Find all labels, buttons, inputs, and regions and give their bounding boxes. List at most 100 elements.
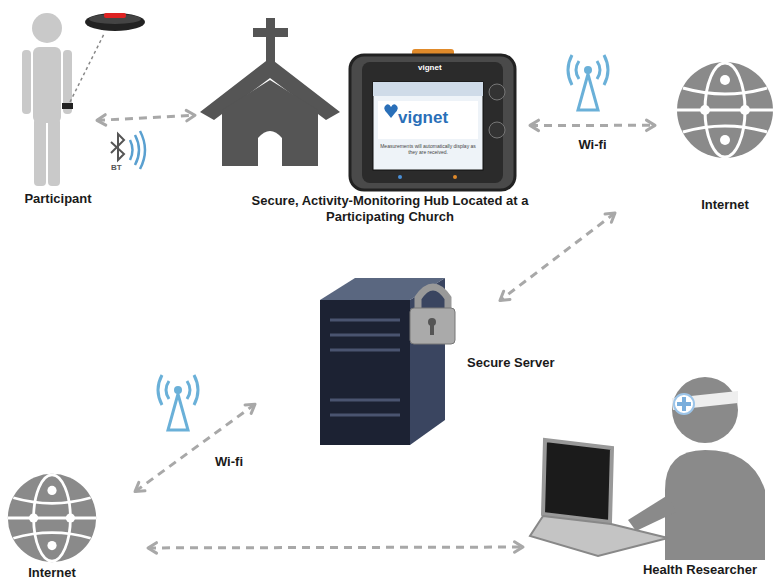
church-icon [253, 28, 288, 37]
arrowhead [97, 115, 106, 125]
connector-line [148, 546, 523, 550]
bluetooth-symbol [130, 140, 133, 160]
participant-figure [32, 13, 62, 43]
globe-icon [47, 486, 56, 495]
wifi-antenna [604, 55, 608, 85]
wifi-antenna [166, 381, 169, 399]
server-icon [330, 414, 400, 417]
hub-device [453, 175, 457, 179]
researcher-figure [672, 377, 738, 443]
hub-node: Secure, Activity-Monitoring Hub Located … [205, 20, 515, 190]
hub-device [489, 84, 505, 100]
globe-icon [29, 513, 38, 522]
screen-text: Measurements will automatically display … [378, 143, 478, 155]
hub-device [373, 82, 483, 170]
symbol-label: BT [111, 163, 122, 173]
bluetooth-symbol [140, 131, 145, 169]
hub-device [398, 175, 402, 179]
wifi-antenna [158, 375, 198, 430]
globe-icon [66, 513, 75, 522]
server-icon [330, 399, 400, 402]
server-icon [320, 278, 455, 445]
arrowhead [646, 120, 655, 130]
wifi-antenna [584, 66, 592, 74]
globe-icon [700, 105, 710, 115]
wifi-antenna [194, 375, 198, 405]
arrowhead [245, 404, 255, 413]
internet-node: Internet [8, 474, 96, 562]
researcher-figure [674, 394, 694, 414]
connector-line [500, 213, 615, 301]
wifi-antenna [578, 74, 598, 110]
church-icon [200, 18, 340, 166]
globe-icon [683, 126, 767, 132]
server-icon [410, 308, 455, 344]
participant-figure [48, 118, 60, 186]
researcher-node: Health Researcher [535, 375, 770, 560]
globe-icon [677, 109, 773, 112]
dashed-connector [500, 213, 615, 301]
connector-line [530, 124, 655, 127]
node-label: Secure, Activity-Monitoring Hub Located … [218, 193, 563, 225]
arrowhead [605, 213, 615, 222]
connector-line [135, 404, 255, 491]
activity-band [104, 13, 126, 18]
researcher-figure [543, 440, 612, 522]
activity-band [85, 13, 145, 31]
participant-node: Participant [20, 10, 85, 188]
server-icon [330, 349, 400, 352]
wifi-antenna [187, 381, 190, 399]
server-icon [330, 334, 400, 337]
arrowhead [530, 120, 539, 130]
bluetooth-symbol [111, 134, 124, 160]
wifi-antenna [576, 61, 579, 79]
node-label: Internet [28, 565, 76, 581]
participant-figure [33, 47, 61, 123]
church-icon [258, 131, 282, 166]
church-icon [222, 80, 318, 166]
globe-icon [47, 541, 56, 550]
globe-icon [683, 88, 767, 94]
dashed-connector [530, 120, 655, 130]
participant-figure [34, 118, 46, 186]
researcher-figure [628, 495, 676, 531]
church-icon [266, 18, 275, 63]
leader-line [70, 34, 104, 102]
hub-device [350, 55, 515, 190]
activity-band [85, 13, 145, 31]
hub-device [373, 82, 483, 96]
arrowhead [135, 482, 145, 491]
hub-device [489, 122, 505, 138]
researcher-figure [665, 450, 765, 560]
brand-logo: vignet [398, 108, 448, 128]
edge-label: Wi-fi [213, 454, 245, 469]
server-node: Secure Server [320, 275, 460, 445]
brand-logo: vignet [418, 63, 442, 73]
arrowhead [186, 110, 195, 120]
wifi-antenna [597, 61, 600, 79]
server-icon [330, 319, 400, 322]
dashed-connector [135, 404, 255, 491]
researcher-figure [530, 516, 668, 556]
dashed-connector [97, 110, 195, 125]
wifi-antenna [568, 55, 608, 110]
internet-node: Internet [677, 62, 773, 158]
connector-line [97, 115, 195, 120]
hub-device [378, 101, 478, 139]
node-label: Participant [24, 191, 91, 207]
hub-device [362, 62, 503, 183]
bluetooth-symbol [135, 135, 139, 165]
globe-icon [8, 517, 96, 520]
node-label: Secure Server [467, 355, 554, 371]
wifi-antenna [568, 55, 572, 85]
wifi-antenna [174, 386, 182, 394]
node-label: Internet [701, 197, 749, 213]
globe-icon [13, 498, 90, 504]
dashed-connector [148, 542, 523, 553]
globe-icon [13, 533, 90, 539]
globe-icon [677, 62, 773, 158]
globe-icon [740, 105, 750, 115]
globe-icon [8, 474, 96, 562]
researcher-figure [677, 402, 691, 406]
